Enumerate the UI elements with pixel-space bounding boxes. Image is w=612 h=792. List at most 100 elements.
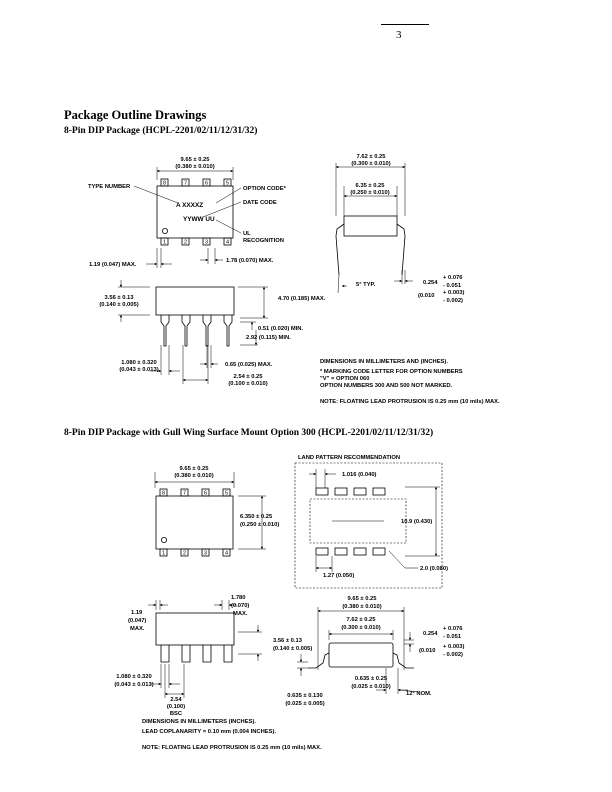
svg-text:1.27 (0.050): 1.27 (0.050) [323,573,354,579]
dip-lead-thk: 0.254 [423,280,438,286]
pin-number-top: 5 [225,491,228,497]
svg-text:LEAD COPLANARITY = 0.10 mm (0.: LEAD COPLANARITY = 0.10 mm (0.004 INCHES… [142,729,276,735]
pin-tab-top [180,488,189,497]
pin-tab-bottom [222,548,231,557]
pin-number-bottom: 4 [225,551,228,557]
pin-tab-top [181,178,190,187]
land-pad-bottom [334,547,348,556]
svg-text:12° NOM.: 12° NOM. [406,691,432,697]
through-hole-lead [223,315,233,347]
land-pad-top [315,487,329,496]
svg-text:(0.100): (0.100) [167,704,185,710]
svg-text:1.19: 1.19 [131,610,143,616]
svg-text:(0.010: (0.010 [418,293,434,299]
svg-text:+ 0.076: + 0.076 [443,626,463,632]
svg-text:6.350 ± 0.25: 6.350 ± 0.25 [240,514,273,520]
dip-top-width-in: (0.380 ± 0.010) [175,164,214,170]
dip-side-view: 3.56 ± 0.13 (0.140 ± 0.005) 4.70 (0.185)… [99,280,326,387]
svg-text:2.54: 2.54 [170,697,182,703]
svg-text:1.780: 1.780 [231,595,246,601]
svg-text:(0.025 ± 0.005): (0.025 ± 0.005) [285,701,324,707]
svg-text:MAX.: MAX. [233,611,248,617]
section-title: Package Outline Drawings [64,108,207,122]
pin-number-top: 6 [205,181,208,187]
svg-text:(0.140 ± 0.005): (0.140 ± 0.005) [99,302,138,308]
svg-text:(0.100 ± 0.010): (0.100 ± 0.010) [228,381,267,387]
dip-note-floating: NOTE: FLOATING LEAD PROTRUSION IS 0.25 m… [320,399,500,405]
pin-tab-bottom [202,237,211,246]
svg-text:- 0.051: - 0.051 [443,283,462,289]
land-pad-top [353,487,367,496]
svg-text:4.70 (0.185) MAX.: 4.70 (0.185) MAX. [278,296,326,302]
svg-text:1.080 ± 0.320: 1.080 ± 0.320 [121,360,156,366]
dip-note-0: DIMENSIONS IN MILLIMETERS AND (INCHES). [320,359,448,365]
svg-text:1.080 ± 0.320: 1.080 ± 0.320 [116,674,151,680]
pin-number-top: 8 [163,181,166,187]
dip-note-3: OPTION NUMBERS 300 AND 500 NOT MARKED. [320,383,453,389]
svg-text:(0.300 ± 0.010): (0.300 ± 0.010) [341,625,380,631]
through-hole-lead [202,315,212,347]
dip-pin-edge: 1.19 (0.047) MAX. [89,262,137,268]
pin-number-bottom: 2 [183,551,186,557]
svg-text:2.92 (0.115) MIN.: 2.92 (0.115) MIN. [246,335,291,341]
svg-text:(0.250 ± 0.010): (0.250 ± 0.010) [240,522,279,528]
land-pad-bottom [353,547,367,556]
dip-option-code-label: OPTION CODE* [243,186,287,192]
gull-notes: DIMENSIONS IN MILLIMETERS (INCHES). LEAD… [142,719,322,751]
pin-tab-bottom [180,548,189,557]
dip-end-angle: 5° TYP. [356,282,376,288]
pin-tab-bottom [160,237,169,246]
pin1-dot [161,227,168,234]
svg-text:(0.300 ± 0.010): (0.300 ± 0.010) [351,161,390,167]
through-hole-lead [160,315,170,347]
land-pad-bottom [315,547,329,556]
pin-tab-bottom [159,548,168,557]
land-pad-bottom [372,547,386,556]
svg-text:DIMENSIONS IN MILLIMETERS (INC: DIMENSIONS IN MILLIMETERS (INCHES). [142,719,256,725]
land-pad-top [334,487,348,496]
svg-text:(0.025 ± 0.010): (0.025 ± 0.010) [351,684,390,690]
dip-ul-label: UL [243,231,251,237]
pin-tab-top [223,178,232,187]
svg-text:- 0.051: - 0.051 [443,634,462,640]
svg-text:MAX.: MAX. [130,626,145,632]
dip-note-2: "V" = OPTION 060 [320,376,369,382]
svg-text:0.51 (0.020) MIN.: 0.51 (0.020) MIN. [258,326,303,332]
gull-wing-lead [202,645,212,663]
dip-top-width: 9.65 ± 0.25 [181,157,211,163]
pin-number-top: 7 [184,181,187,187]
pin-number-bottom: 1 [162,551,165,557]
gull-side-view: 1.19 (0.047) MAX. 1.780 (0.070) MAX. 3.5… [114,595,312,717]
svg-text:3.56 ± 0.13: 3.56 ± 0.13 [105,295,135,301]
svg-text:6.35 ± 0.25: 6.35 ± 0.25 [356,183,386,189]
svg-text:0.635 ± 0.25: 0.635 ± 0.25 [355,676,388,682]
pin-tab-top [202,178,211,187]
page-number: 3 [396,29,402,41]
pin-number-bottom: 4 [226,240,229,246]
svg-text:(0.070): (0.070) [231,603,249,609]
svg-text:0.635 ± 0.130: 0.635 ± 0.130 [287,693,322,699]
svg-text:(0.010: (0.010 [419,648,435,654]
pin-tab-bottom [201,548,210,557]
svg-text:(0.043 ± 0.013): (0.043 ± 0.013) [114,682,153,688]
pin-tab-top [160,178,169,187]
dip-recognition-label: RECOGNITION [243,238,284,244]
pin-number-top: 8 [162,491,165,497]
svg-text:- 0.002): - 0.002) [443,298,463,304]
dip-end-view: 7.62 ± 0.25 (0.250 ± 0.010) (0.300 ± 0.0… [335,154,465,304]
svg-text:7.62 ± 0.25: 7.62 ± 0.25 [357,154,387,160]
pin-number-top: 5 [226,181,229,187]
gull-wing-lead [160,645,170,663]
pin-number-bottom: 1 [163,240,166,246]
dip-type-number-label: TYPE NUMBER [88,184,131,190]
dip-notes: DIMENSIONS IN MILLIMETERS AND (INCHES). … [320,359,500,405]
svg-text:+ 0.003): + 0.003) [443,644,465,650]
svg-text:(0.250 ± 0.010): (0.250 ± 0.010) [350,190,389,196]
pin-number-top: 7 [183,491,186,497]
svg-text:0.65 (0.025) MAX.: 0.65 (0.025) MAX. [225,362,273,368]
svg-text:10.9 (0.430): 10.9 (0.430) [401,519,432,525]
svg-text:3.56 ± 0.13: 3.56 ± 0.13 [273,638,303,644]
